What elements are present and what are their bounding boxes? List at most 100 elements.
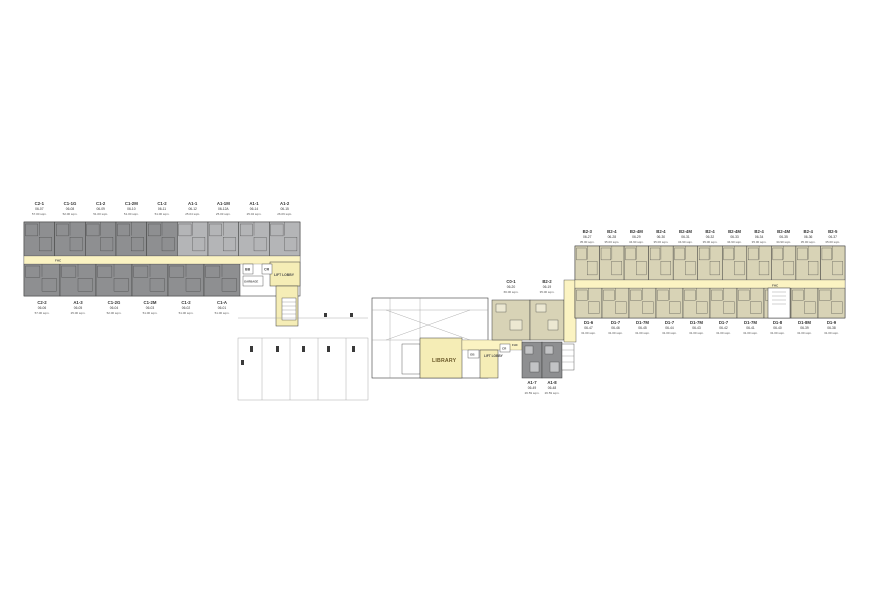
east-bottom-unit-type-label: D1-8: [773, 320, 783, 325]
bathroom-outline: [61, 265, 77, 278]
middle-room-cr-label: CR: [502, 347, 507, 351]
west-bottom-unit-number-label: 06-04: [110, 306, 119, 310]
middle-upper-unit-label: B2-2: [542, 279, 552, 284]
library: [419, 337, 463, 379]
middle-upper-unit-label: 35.00 sqm.: [540, 290, 555, 294]
east-bottom-unit-area-label: 31.00 sqm.: [635, 331, 650, 335]
west-bottom-unit-type-label: A1-3: [73, 300, 83, 305]
east-bottom-unit-number-label: 06-44: [665, 326, 674, 330]
bathroom-outline: [699, 247, 710, 261]
west-service-room-bb: [242, 263, 254, 275]
east-bottom-unit-area-label: 31.00 sqm.: [797, 331, 812, 335]
east-top-unit-area-label: 35.00 sqm.: [825, 240, 840, 244]
bed-outline: [642, 301, 654, 314]
west-bottom-unit-area-label: 52.00 sqm.: [107, 311, 122, 315]
bed-outline: [685, 261, 696, 276]
east-bottom-unit-area-label: 31.00 sqm.: [743, 331, 758, 335]
bathroom-outline: [270, 223, 284, 237]
west-corridor: [23, 255, 301, 265]
bathroom-outline: [649, 247, 661, 261]
bathroom-outline: [792, 289, 804, 301]
east-link-corridor: [563, 279, 577, 343]
west-top-unit-number-label: 06-10: [127, 207, 136, 211]
bed-outline: [131, 237, 144, 252]
bathroom-outline: [821, 247, 832, 261]
west-top-unit-blocks: [23, 221, 301, 257]
bed-outline: [808, 261, 819, 276]
west-top-unit-area-label: 51.00 sqm.: [155, 212, 170, 216]
bathroom-outline: [630, 289, 642, 301]
bathroom-outline: [684, 289, 696, 301]
east-bottom-unit-type-label: D1-7M: [636, 320, 649, 325]
east-top-unit-number-label: 06-28: [608, 235, 617, 239]
bed-outline: [588, 301, 600, 314]
stair-core-middle: [401, 343, 421, 375]
structure-grid: [237, 317, 369, 401]
west-top-unit-number-label: 06-12: [188, 207, 197, 211]
east-top-unit-type-label: B2-4: [705, 229, 715, 234]
east-bottom-unit-type-label: D1-7M: [690, 320, 703, 325]
bed-outline: [696, 301, 708, 314]
bed-outline: [615, 301, 627, 314]
middle-room-fhc-label: FHC: [512, 343, 518, 347]
east-top-unit-number-label: 06-35: [779, 235, 788, 239]
west-bottom-unit-number-label: 06-05: [74, 306, 83, 310]
east-top-unit-area-label: 34.90 sqm.: [727, 240, 742, 244]
east-corridor: [574, 279, 846, 289]
east-top-unit-type-label: B2-4: [754, 229, 764, 234]
bathroom-outline: [178, 223, 192, 237]
west-bottom-unit-area-label: 25.00 sqm.: [71, 311, 86, 315]
bed-outline: [750, 301, 762, 314]
middle-section: LIBRARY LIFT LOBBY GB CR FHC C0-106-2066…: [371, 279, 575, 395]
bed-outline: [149, 278, 165, 292]
east-top-unit-area-label: 34.90 sqm.: [776, 240, 791, 244]
west-corridor-label: FHC: [55, 259, 62, 263]
bed-outline: [69, 237, 83, 252]
east-bottom-unit-area-label: 31.00 sqm.: [608, 331, 623, 335]
west-top-unit-type-label: A1-1: [249, 201, 259, 206]
middle-stair-east: [561, 343, 575, 371]
bathroom-outline: [205, 265, 221, 278]
east-bottom-unit-area-label: 31.00 sqm.: [824, 331, 839, 335]
east-bottom-unit-number-label: 06-41: [746, 326, 755, 330]
middle-lower-unit-label: 26.59 sqm.: [525, 391, 540, 395]
bed-outline: [185, 278, 201, 292]
east-core: [767, 287, 791, 319]
bathroom-outline: [576, 247, 587, 261]
middle-lower-unit-label: 26.59 sqm.: [545, 391, 560, 395]
west-room-garbage-label: GARBAGE: [244, 280, 258, 284]
east-bottom-unit-type-label: D1-7M: [744, 320, 757, 325]
middle-upper-unit-label: C0-1: [506, 279, 516, 284]
west-bottom-unit-area-label: 51.00 sqm.: [179, 311, 194, 315]
bed-outline: [113, 278, 129, 292]
bed-outline: [284, 237, 298, 252]
east-bottom-unit-number-label: 06-46: [611, 326, 620, 330]
west-top-unit-number-label: 06-07: [35, 207, 44, 211]
east-top-unit-type-label: B2-4: [656, 229, 666, 234]
west-bottom-unit-type-label: C1-2M: [144, 300, 157, 305]
west-top-unit-type-label: C2-1: [35, 201, 45, 206]
west-bottom-unit-blocks: [23, 263, 241, 297]
west-top-unit-type-label: A1-1: [188, 201, 198, 206]
east-top-unit-number-label: 06-33: [730, 235, 739, 239]
bathroom-outline: [772, 247, 783, 261]
east-top-unit-number-label: 06-29: [632, 235, 641, 239]
bathroom-outline: [711, 289, 723, 301]
bathroom-outline: [133, 265, 149, 278]
west-top-unit-area-label: 52.00 sqm.: [63, 212, 78, 216]
bathroom-outline: [148, 223, 161, 237]
west-top-unit-area-label: 51.00 sqm.: [93, 212, 108, 216]
west-bottom-unit-number-label: 06-02: [182, 306, 191, 310]
east-bottom-unit-number-label: 06-42: [719, 326, 728, 330]
east-bottom-unit-area-label: 31.00 sqm.: [689, 331, 704, 335]
middle-lift-lobby-label: LIFT LOBBY: [484, 354, 504, 358]
west-bottom-unit-type-label: C1-2: [181, 300, 191, 305]
bathroom-outline: [625, 247, 636, 261]
west-bottom-unit-type-label: C2-2: [37, 300, 47, 305]
west-bottom-unit-number-label: 06-03: [146, 306, 155, 310]
east-bottom-unit-number-label: 06-45: [638, 326, 647, 330]
east-top-unit-type-label: B2-4M: [777, 229, 790, 234]
east-top-unit-type-label: B2-5: [828, 229, 838, 234]
